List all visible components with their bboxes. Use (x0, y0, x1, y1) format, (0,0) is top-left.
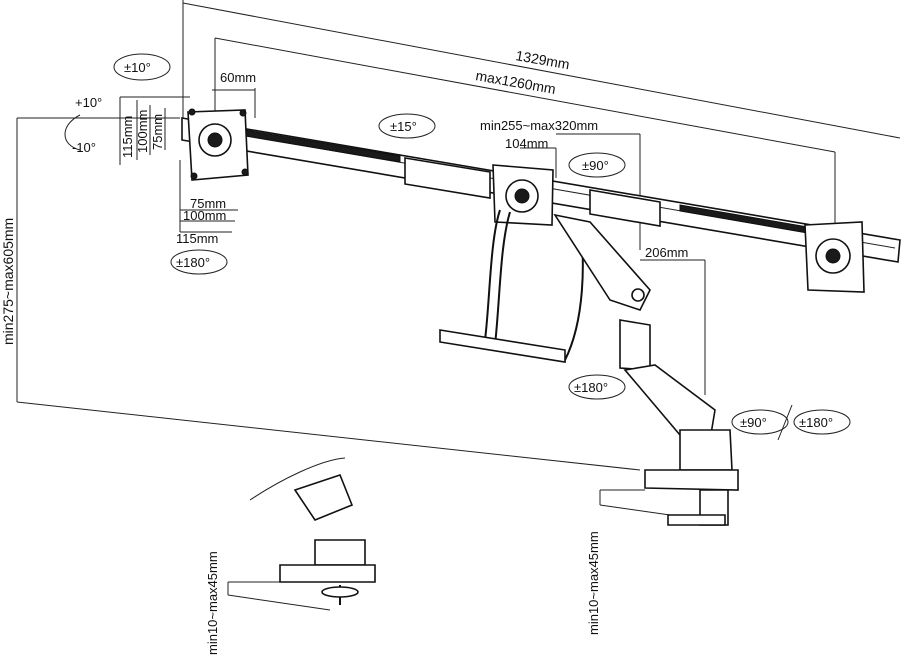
rotation-badge (378, 113, 436, 139)
rotation-badge (731, 409, 789, 435)
label-vesa-75-h: 75mm (190, 196, 226, 211)
clamp-detail (249, 457, 376, 605)
label-total-width: 1329mm (514, 47, 570, 72)
rotation-badge (568, 152, 626, 178)
label-clamp-right: min10~max45mm (586, 531, 601, 635)
label-center-swivel: ±90° (582, 158, 609, 173)
label-vesa-100-v: 100mm (135, 110, 150, 153)
label-bar-tilt: ±15° (390, 119, 417, 134)
vesa-plate-left (187, 108, 249, 181)
label-swivel-left: ±10° (124, 60, 151, 75)
label-arm-offset: 104mm (505, 136, 548, 151)
gas-spring-arm (553, 213, 716, 441)
label-base-rotate: ±180° (799, 415, 833, 430)
rotation-labels: ±10° +10° -10° ±15° ±90° ±180° ±180° ±90… (72, 60, 833, 430)
label-arm-length: min255~max320mm (480, 118, 598, 133)
desk-clamp (644, 429, 739, 526)
vesa-plate-right (804, 221, 865, 293)
label-vesa-75-v: 75mm (150, 114, 165, 150)
label-base-swivel: ±90° (740, 415, 767, 430)
rotation-badge (113, 53, 171, 81)
label-rotate-left: ±180° (176, 255, 210, 270)
support-frame (439, 209, 584, 363)
label-vesa-offset: 60mm (220, 70, 256, 85)
label-tilt-down: -10° (72, 140, 96, 155)
label-vesa-115-v: 115mm (120, 116, 135, 158)
label-clamp-left: min10~max45mm (205, 551, 220, 655)
label-height: min275~max605mm (0, 218, 16, 345)
rotation-badge (170, 249, 228, 275)
rotation-badge (793, 409, 851, 435)
dimension-lines (16, 0, 901, 611)
rotation-badges (64, 53, 851, 441)
vesa-plate-center (492, 164, 554, 226)
label-tilt-up: +10° (75, 95, 102, 110)
label-vesa-115-h: 115mm (176, 231, 218, 246)
label-pole-offset: 206mm (645, 245, 688, 260)
rotation-badge (568, 374, 626, 400)
label-arm-rotate: ±180° (574, 380, 608, 395)
label-vesa-100-h: 100mm (183, 208, 226, 223)
label-max-width: max1260mm (474, 67, 556, 97)
